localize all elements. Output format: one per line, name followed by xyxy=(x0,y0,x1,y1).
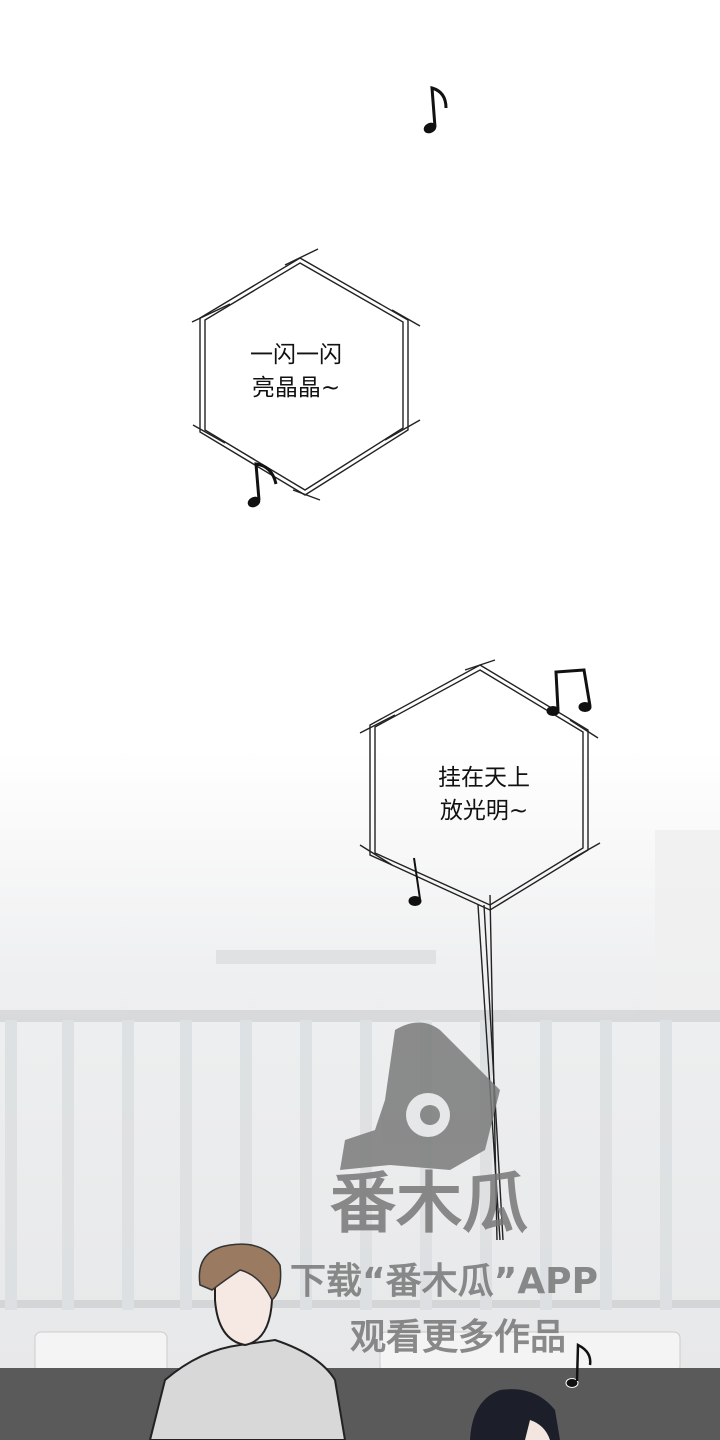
speech-bubble-2: 挂在天上 放光明~ xyxy=(418,762,550,828)
watermark-logo-text: 番木瓜 xyxy=(330,1165,528,1242)
music-note-icon xyxy=(408,857,422,906)
bubble-2-line-1: 挂在天上 xyxy=(438,765,530,791)
music-note-icon xyxy=(546,668,592,716)
bubble-1-line-2: 亮晶晶~ xyxy=(251,375,341,401)
character-brown-hair xyxy=(148,1243,347,1440)
watermark-logo xyxy=(340,1022,500,1170)
character-dark-hair xyxy=(470,1389,560,1440)
speech-bubble-1: 一闪一闪 亮晶晶~ xyxy=(230,339,362,405)
sofa xyxy=(0,1331,720,1440)
watermark-line-1: 下载“番木瓜”APP xyxy=(290,1261,598,1302)
music-note-icon xyxy=(247,462,278,508)
music-note-icon xyxy=(423,85,448,134)
bubble-1-line-1: 一闪一闪 xyxy=(250,342,342,368)
bubble-2-line-2: 放光明~ xyxy=(439,798,529,824)
watermark-line-2: 观看更多作品 xyxy=(350,1317,567,1358)
music-note-icon xyxy=(565,1343,592,1388)
speech-bubble-2-frame xyxy=(359,659,601,1241)
speech-bubble-1-frame xyxy=(191,248,421,501)
